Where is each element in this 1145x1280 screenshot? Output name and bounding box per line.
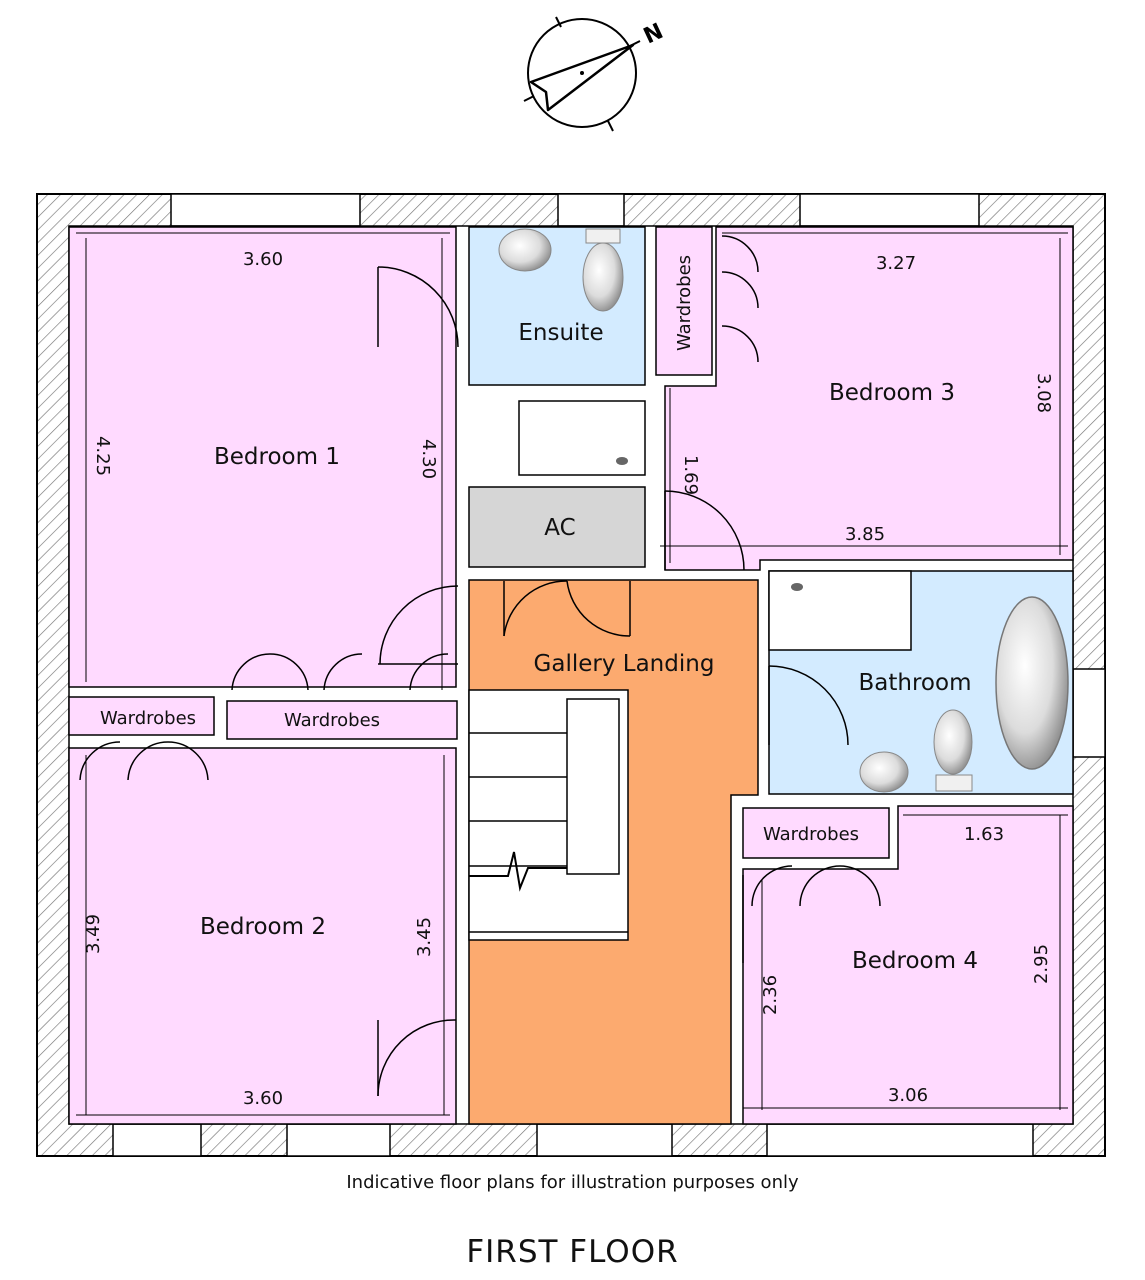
ensuite-basin-icon bbox=[498, 228, 552, 272]
disclaimer-text: Indicative floor plans for illustration … bbox=[346, 1172, 799, 1193]
dim-b1-top: 3.60 bbox=[243, 249, 283, 270]
wardrobe-3 bbox=[655, 226, 713, 376]
north-arrow-icon bbox=[529, 43, 635, 112]
windows bbox=[112, 193, 1106, 1157]
bathroom-label: Bathroom bbox=[859, 670, 972, 696]
dim-b4-right: 2.95 bbox=[1031, 944, 1052, 984]
dim-b3-bottom: 3.85 bbox=[845, 524, 885, 545]
bedroom-4 bbox=[742, 805, 1074, 1125]
bedroom-3-label: Bedroom 3 bbox=[829, 380, 955, 406]
dim-b4-top: 1.63 bbox=[964, 824, 1004, 845]
dimension-lines bbox=[76, 232, 1068, 1116]
wardrobe-4 bbox=[742, 807, 890, 859]
bedroom-3 bbox=[664, 226, 1074, 571]
dim-b3-right: 3.08 bbox=[1033, 373, 1054, 413]
bedroom-1 bbox=[68, 226, 457, 688]
compass-north-label: N bbox=[640, 19, 667, 49]
floor-plan: N bbox=[36, 16, 1106, 1157]
wardrobes-label-4: Wardrobes bbox=[763, 824, 859, 845]
dim-b1-left: 4.25 bbox=[92, 436, 113, 476]
wardrobe-1 bbox=[68, 696, 215, 736]
dim-b2-right: 3.45 bbox=[414, 917, 435, 957]
dim-b4-bottom: 3.06 bbox=[888, 1085, 928, 1106]
ensuite-label: Ensuite bbox=[518, 320, 603, 346]
dim-b4-inner: 2.36 bbox=[760, 975, 781, 1015]
doors bbox=[79, 235, 881, 1097]
dim-b2-left: 3.49 bbox=[83, 914, 104, 954]
dim-b3-inner: 1.69 bbox=[680, 455, 701, 495]
staircase bbox=[468, 689, 629, 941]
bedroom-2-label: Bedroom 2 bbox=[200, 914, 326, 940]
ac-cupboard bbox=[468, 486, 646, 568]
wardrobes-label-2: Wardrobes bbox=[284, 710, 380, 731]
dim-b3-top: 3.27 bbox=[876, 253, 916, 274]
bedroom-1-label: Bedroom 1 bbox=[214, 444, 340, 470]
bathroom-shower bbox=[768, 570, 912, 651]
bathroom-basin-icon bbox=[859, 751, 909, 793]
gallery-landing-label: Gallery Landing bbox=[534, 651, 715, 677]
bedroom-4-label: Bedroom 4 bbox=[852, 948, 978, 974]
bathroom-toilet-icon bbox=[933, 709, 973, 775]
bathtub-icon bbox=[995, 596, 1069, 770]
dim-b1-right: 4.30 bbox=[418, 439, 439, 479]
ensuite bbox=[468, 226, 646, 386]
wardrobes-label-3: Wardrobes bbox=[674, 255, 695, 351]
ac-label: AC bbox=[544, 515, 575, 541]
dim-b2-bottom: 3.60 bbox=[243, 1088, 283, 1109]
floor-title: FIRST FLOOR bbox=[466, 1234, 679, 1270]
wardrobes-label-1: Wardrobes bbox=[100, 708, 196, 729]
compass: N bbox=[523, 16, 667, 132]
wardrobe-2 bbox=[226, 700, 458, 740]
ensuite-toilet-icon bbox=[582, 242, 624, 312]
bedroom-2 bbox=[68, 747, 457, 1125]
